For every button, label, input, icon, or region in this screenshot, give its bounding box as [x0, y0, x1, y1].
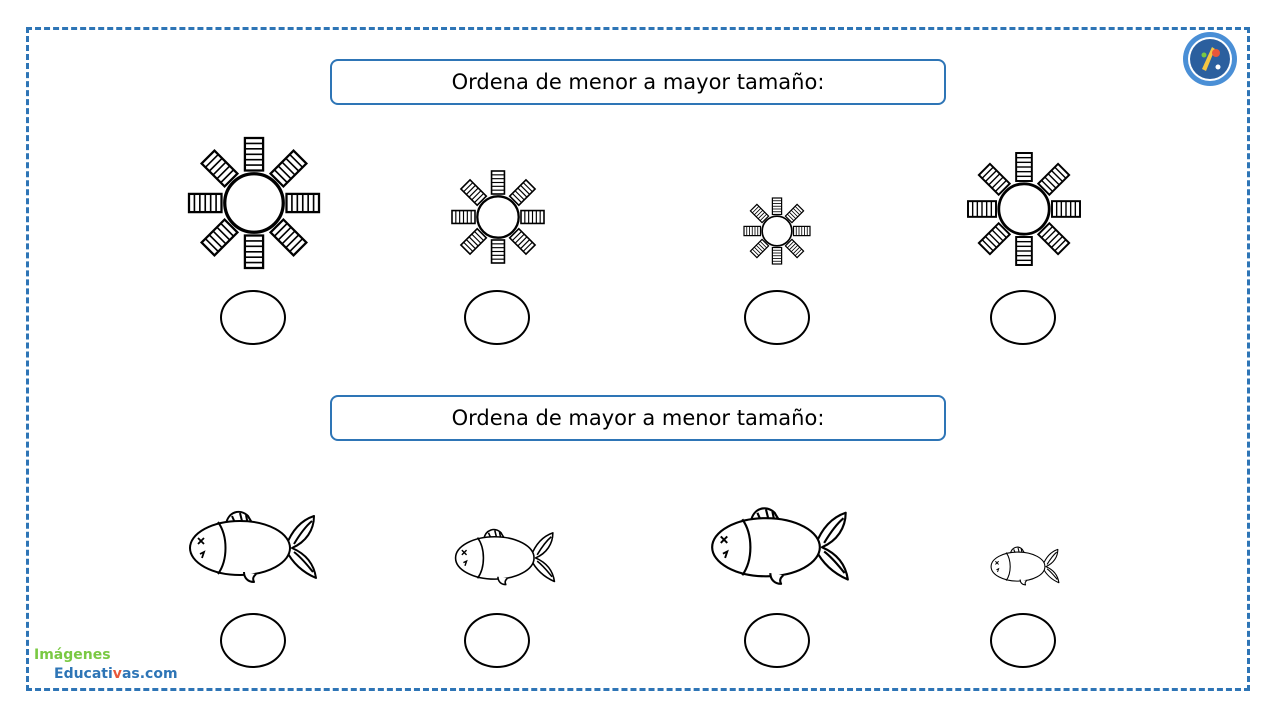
answer-oval[interactable]: [744, 613, 810, 668]
brand-line1: Imágenes: [34, 647, 111, 663]
logo-badge-icon: [1183, 32, 1237, 86]
fish-icon: [454, 528, 556, 586]
sun-icon: [743, 197, 811, 265]
brand-watermark: Imágenes Educativas.com: [34, 646, 178, 684]
section-title-smallest-to-largest: Ordena de menor a mayor tamaño:: [330, 59, 946, 105]
fish-icon: [711, 507, 849, 585]
sun-icon: [451, 170, 545, 264]
fish-icon: [990, 546, 1060, 586]
worksheet-frame: [26, 27, 1250, 691]
sun-icon: [967, 152, 1081, 266]
answer-oval[interactable]: [220, 290, 286, 345]
sun-icon: [187, 136, 321, 270]
answer-oval[interactable]: [990, 613, 1056, 668]
answer-oval[interactable]: [744, 290, 810, 345]
answer-oval[interactable]: [464, 290, 530, 345]
section-title-largest-to-smallest: Ordena de mayor a menor tamaño:: [330, 395, 946, 441]
answer-oval[interactable]: [220, 613, 286, 668]
fish-icon: [189, 510, 317, 583]
answer-oval[interactable]: [990, 290, 1056, 345]
section-title-text: Ordena de mayor a menor tamaño:: [451, 406, 825, 430]
section-title-text: Ordena de menor a mayor tamaño:: [451, 70, 825, 94]
answer-oval[interactable]: [464, 613, 530, 668]
brand-line2: Educativas.com: [54, 666, 178, 682]
